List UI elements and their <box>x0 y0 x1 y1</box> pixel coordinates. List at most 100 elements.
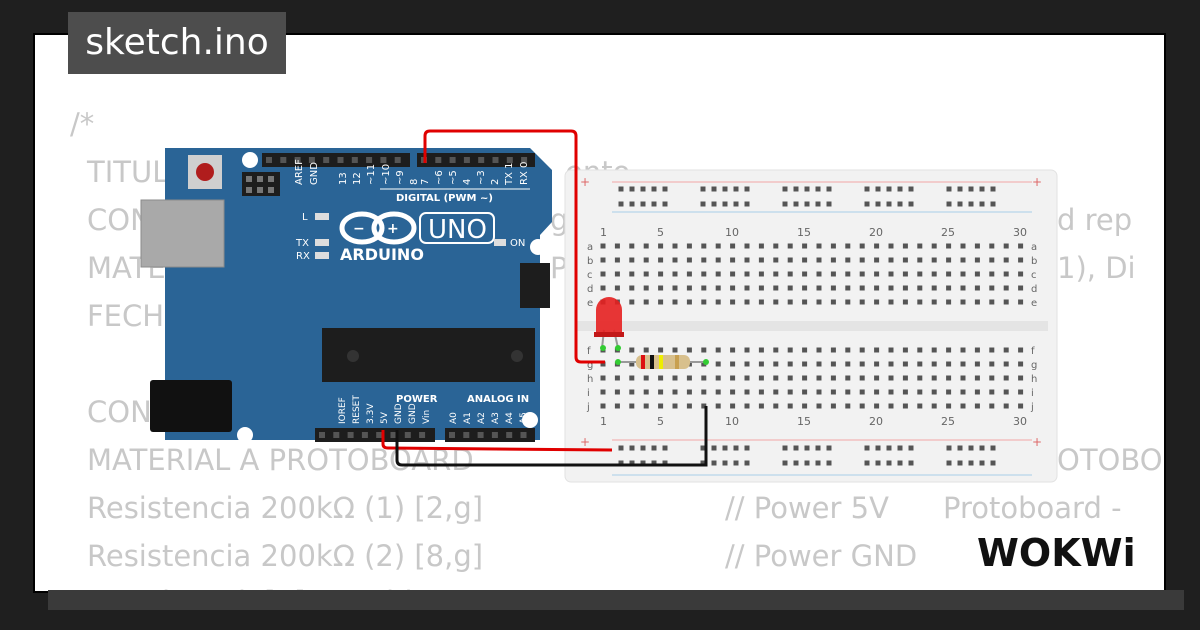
code-line: CON <box>87 395 152 429</box>
bb-hole <box>917 403 923 409</box>
rail-hole <box>886 201 892 207</box>
bb-hole <box>974 271 980 277</box>
header-pin <box>266 157 272 163</box>
code-line: Resistencia 200kΩ (1) [2,g] <box>87 491 484 525</box>
header-pin <box>506 432 513 438</box>
bb-hole <box>859 347 865 353</box>
rail-hole <box>815 445 821 451</box>
bb-hole <box>787 285 793 291</box>
bb-hole <box>629 285 635 291</box>
bb-hole <box>600 403 606 409</box>
bb-hole <box>816 375 822 381</box>
pin-label: ~11 <box>366 164 377 185</box>
bb-hole <box>758 375 764 381</box>
rail-hole <box>908 445 914 451</box>
bb-hole <box>960 375 966 381</box>
bb-hole <box>989 375 995 381</box>
code-fragment: Protoboard - <box>943 491 1122 525</box>
bb-hole <box>1003 403 1009 409</box>
bb-hole <box>974 375 980 381</box>
bb-hole <box>931 361 937 367</box>
bb-hole <box>917 347 923 353</box>
pin-label: A4 <box>505 412 515 424</box>
rail-hole <box>733 186 739 192</box>
row-letter: d <box>1031 284 1037 295</box>
bb-hole <box>830 389 836 395</box>
pin-label: ~10 <box>381 164 392 185</box>
bb-hole <box>989 347 995 353</box>
bb-hole <box>816 403 822 409</box>
code-comment: // Power GND <box>725 539 918 573</box>
bb-hole <box>715 403 721 409</box>
rail-hole <box>700 186 706 192</box>
led-tx-label: TX <box>295 238 309 249</box>
bb-hole <box>830 285 836 291</box>
bb-hole <box>931 285 937 291</box>
bb-hole <box>888 285 894 291</box>
bb-hole <box>960 257 966 263</box>
col-number: 30 <box>1013 226 1027 239</box>
bb-hole <box>931 389 937 395</box>
bb-hole <box>672 389 678 395</box>
row-letter: h <box>587 374 593 385</box>
row-letter: b <box>587 256 593 267</box>
bb-hole <box>787 375 793 381</box>
bb-hole <box>917 257 923 263</box>
row-letter: a <box>1031 242 1037 253</box>
bb-hole <box>1003 299 1009 305</box>
col-number: 20 <box>869 226 883 239</box>
file-name-tab[interactable]: sketch.ino <box>68 12 286 74</box>
rail-hole <box>793 201 799 207</box>
bb-hole <box>701 347 707 353</box>
header-pin <box>347 432 354 438</box>
bb-hole <box>830 403 836 409</box>
bb-hole <box>830 271 836 277</box>
rail-hole <box>629 201 635 207</box>
bb-hole <box>672 375 678 381</box>
bb-hole <box>715 389 721 395</box>
bb-hole <box>730 403 736 409</box>
rail-hole <box>744 460 750 466</box>
bb-hole <box>658 375 664 381</box>
bb-hole <box>744 285 750 291</box>
bb-hole <box>874 389 880 395</box>
bb-hole <box>658 347 664 353</box>
led-l-label: L <box>302 212 308 223</box>
row-letter: g <box>1031 360 1037 371</box>
bb-hole <box>845 257 851 263</box>
bb-hole <box>931 243 937 249</box>
rail-hole <box>946 186 952 192</box>
bb-hole <box>816 389 822 395</box>
bb-hole <box>974 389 980 395</box>
pin-label: AREF <box>294 159 305 185</box>
bb-hole <box>946 257 952 263</box>
bb-hole <box>701 389 707 395</box>
red-led[interactable] <box>594 297 624 351</box>
row-letter: c <box>1031 270 1037 281</box>
rail-hole <box>957 445 963 451</box>
pin-label: RESET <box>352 395 362 424</box>
board-name: UNO <box>428 215 487 245</box>
rail-hole <box>793 460 799 466</box>
bb-hole <box>658 271 664 277</box>
rail-plus-label: + <box>580 175 590 189</box>
header-pin <box>308 157 315 163</box>
bb-hole <box>715 285 721 291</box>
resistor[interactable] <box>615 355 709 369</box>
bb-hole <box>845 271 851 277</box>
header-pin <box>506 157 513 163</box>
header-pin <box>380 157 387 163</box>
bb-hole <box>600 243 606 249</box>
power-header-label: POWER <box>396 394 438 405</box>
breadboard[interactable]: + + + + 1 5 10 15 20 25 30 1 5 10 15 20 … <box>564 169 1058 483</box>
bb-hole <box>744 389 750 395</box>
bb-hole <box>960 403 966 409</box>
bb-hole <box>888 361 894 367</box>
bb-hole <box>946 347 952 353</box>
pin-label: A3 <box>491 412 501 424</box>
header-pin <box>520 432 527 438</box>
bb-hole <box>989 271 995 277</box>
bb-hole <box>1003 389 1009 395</box>
header-pin <box>449 432 455 438</box>
